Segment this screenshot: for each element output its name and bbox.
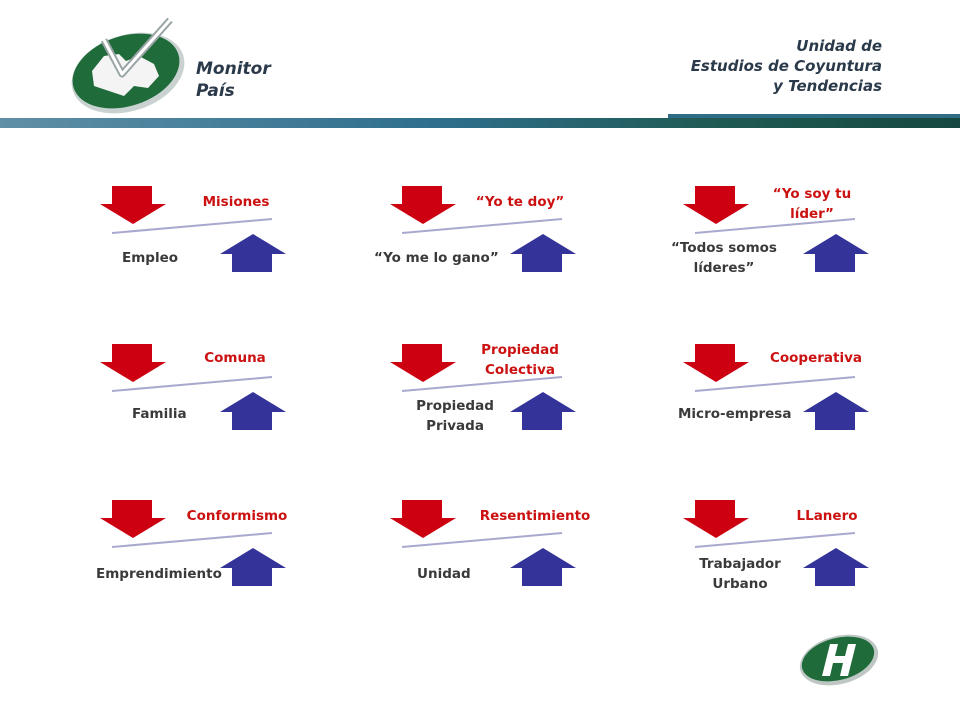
top-concept-label: Comuna [204, 350, 266, 366]
brand-line-1: Monitor [196, 59, 271, 79]
unit-line-1: Unidad de [796, 37, 882, 55]
down-arrow-icon [100, 186, 166, 224]
unit-title: Unidad de Estudios de Coyuntura y Tenden… [691, 36, 882, 96]
up-arrow-icon [803, 548, 869, 586]
footer-logo [798, 632, 880, 688]
top-concept-label: Conformismo [186, 508, 288, 524]
balance-line [695, 532, 856, 548]
down-arrow-icon [390, 344, 456, 382]
bottom-concept-label: Unidad [417, 566, 471, 582]
top-concept-label: “Yo te doy” [475, 194, 565, 210]
top-concept-label: “Yo soy tu líder” [772, 186, 852, 222]
down-arrow-icon [683, 344, 749, 382]
up-arrow-icon [510, 548, 576, 586]
down-arrow-icon [390, 500, 456, 538]
top-concept-label: Propiedad Colectiva [481, 342, 559, 378]
map-check-icon [71, 17, 185, 114]
top-concept-label: LLanero [796, 508, 858, 524]
monitor-pais-logo [64, 16, 194, 116]
bottom-concept-label: Micro-empresa [678, 406, 792, 422]
up-arrow-icon [803, 392, 869, 430]
up-arrow-icon [220, 392, 286, 430]
up-arrow-icon [803, 234, 869, 272]
bottom-concept-label: Trabajador Urbano [699, 556, 781, 592]
balance-line [695, 376, 856, 392]
bottom-concept-label: Propiedad Privada [416, 398, 494, 434]
top-concept-label: Cooperativa [769, 350, 863, 366]
balance-line [112, 218, 273, 234]
header-bar-accent [668, 114, 960, 118]
balance-line [112, 532, 273, 548]
balance-line [695, 218, 856, 234]
up-arrow-icon [510, 234, 576, 272]
unit-line-2: Estudios de Coyuntura [690, 57, 882, 75]
bottom-concept-label: Empleo [122, 250, 179, 266]
balance-line [402, 532, 563, 548]
up-arrow-icon [220, 234, 286, 272]
header-bar [0, 118, 960, 128]
bottom-concept-label: “Todos somos líderes” [671, 240, 777, 276]
down-arrow-icon [683, 186, 749, 224]
brand-line-2: País [196, 81, 235, 101]
down-arrow-icon [390, 186, 456, 224]
top-concept-label: Misiones [202, 194, 270, 210]
bottom-concept-label: “Yo me lo gano” [374, 250, 499, 266]
brand-name: Monitor País [196, 58, 271, 102]
down-arrow-icon [100, 344, 166, 382]
h-logo-icon [799, 634, 879, 686]
up-arrow-icon [220, 548, 286, 586]
bottom-concept-label: Familia [132, 406, 187, 422]
down-arrow-icon [100, 500, 166, 538]
up-arrow-icon [510, 392, 576, 430]
balance-line [402, 218, 563, 234]
top-concept-label: Resentimiento [479, 508, 591, 524]
unit-line-3: y Tendencias [773, 77, 882, 95]
bottom-concept-label: Emprendimiento [96, 566, 222, 582]
balance-line [112, 376, 273, 392]
down-arrow-icon [683, 500, 749, 538]
balance-line [402, 376, 563, 392]
